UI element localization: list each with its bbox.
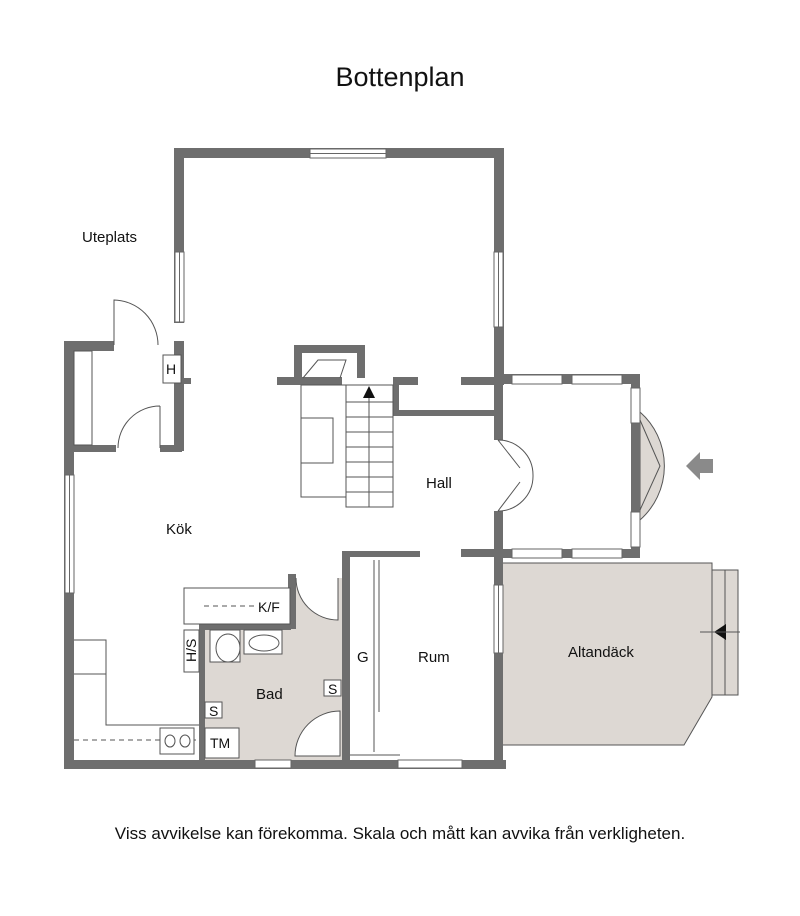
entrance-arrow-icon — [686, 452, 713, 480]
fixture-label-s-left: S — [209, 703, 218, 719]
fixture-label-kf: K/F — [258, 599, 280, 615]
entry-closet — [73, 350, 93, 446]
windows — [64, 148, 641, 769]
fixture-label-g: G — [357, 649, 369, 666]
staircase — [300, 359, 394, 508]
disclaimer-text: Viss avvikelse kan förekomma. Skala och … — [114, 824, 686, 843]
stair-arrow-icon — [363, 386, 375, 398]
hall-double-door — [497, 439, 534, 512]
plan-title: Bottenplan — [335, 62, 465, 92]
bay-window — [639, 410, 665, 522]
bad-floor — [204, 578, 342, 760]
fixture-label-hs: H/S — [183, 639, 199, 662]
inner-door-swing — [117, 405, 161, 449]
room-label-altandack: Altandäck — [568, 644, 634, 661]
kitchen-counters — [74, 587, 291, 755]
room-label-rum: Rum — [418, 649, 450, 666]
bathroom-fixtures — [204, 577, 342, 759]
fixture-label-tm: TM — [210, 735, 230, 751]
room-label-kok: Kök — [166, 521, 192, 538]
room-label-uteplats: Uteplats — [82, 229, 137, 246]
fixture-label-s-bad: S — [328, 681, 337, 697]
room-label-bad: Bad — [256, 686, 283, 703]
fixture-label-h: H — [166, 361, 176, 377]
room-label-hall: Hall — [426, 475, 452, 492]
rum-closet — [350, 560, 400, 756]
entry-door-swing — [113, 299, 159, 346]
